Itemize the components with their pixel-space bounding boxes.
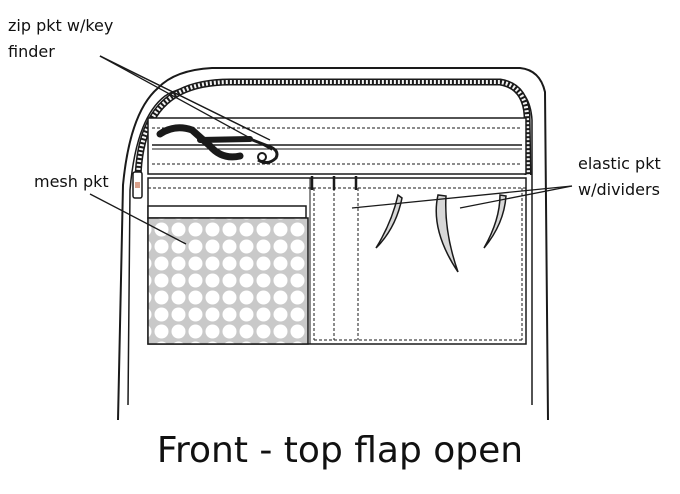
diagram-caption: Front - top flap open (156, 430, 524, 471)
key-clip (249, 137, 279, 165)
zip-pocket-band (147, 117, 527, 175)
leader-mesh (89, 193, 187, 245)
label-elastic-pocket-line1: elastic pkt (578, 154, 661, 173)
leader-zip-3 (99, 55, 251, 131)
label-zip-pocket-line2: finder (8, 42, 55, 61)
divider-3 (483, 194, 507, 249)
leader-elastic-2 (459, 185, 573, 209)
mesh-pocket (147, 217, 309, 345)
mesh-pocket-flap (147, 205, 307, 219)
divider-2 (435, 194, 459, 273)
label-elastic-pocket-line2: w/dividers (578, 180, 660, 199)
leader-elastic-1 (351, 185, 573, 209)
label-mesh-pocket: mesh pkt (34, 172, 109, 191)
bag-outline (117, 67, 549, 421)
label-zip-pocket-line1: zip pkt w/key (8, 16, 114, 35)
divider-1 (375, 193, 403, 249)
leader-zip-1 (99, 55, 273, 151)
